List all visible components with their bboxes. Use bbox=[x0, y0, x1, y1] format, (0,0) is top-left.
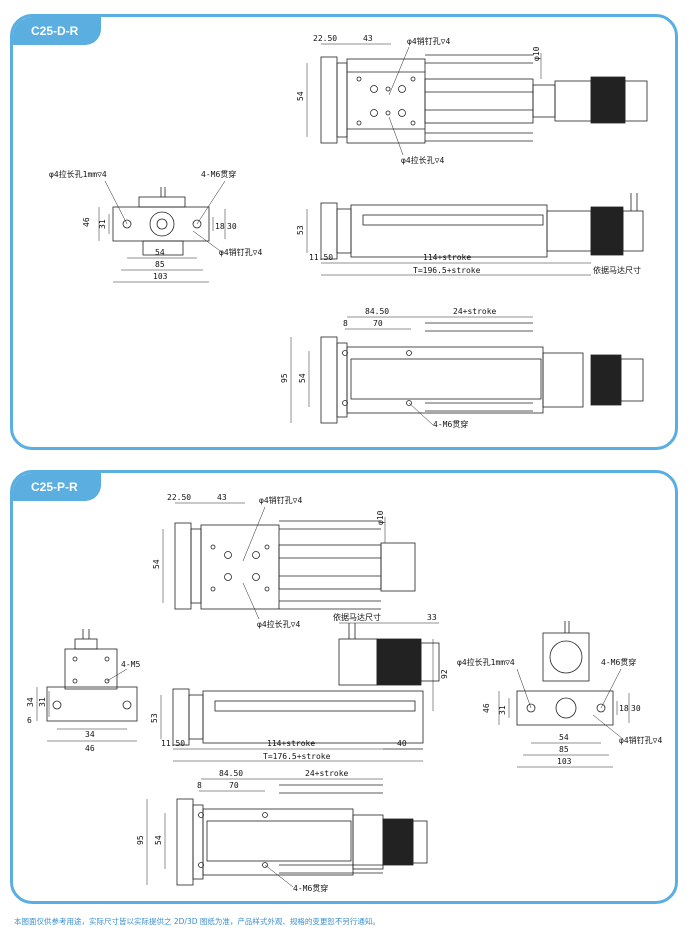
note-pin-hole: φ4销钉孔▽4 bbox=[407, 36, 450, 46]
dim-114-stroke: 114+stroke bbox=[423, 253, 471, 262]
bottom-view bbox=[176, 784, 428, 886]
dim-54: 54 bbox=[296, 91, 305, 101]
note-m6-bottom: 4-M6贯穿 bbox=[293, 883, 328, 893]
dim-22-50: 22.50 bbox=[167, 493, 191, 502]
drawing-c25-d-r: 22.50 43 54 φ10 φ4销钉孔▽4 φ4拉长孔▽4 46 31 18… bbox=[49, 34, 648, 429]
dim-54c: 54 bbox=[154, 835, 163, 845]
dim-46: 46 bbox=[85, 744, 95, 753]
dim-18: 18 bbox=[215, 222, 225, 231]
dim-95: 95 bbox=[280, 373, 289, 383]
dim-103: 103 bbox=[153, 272, 168, 281]
dim-43: 43 bbox=[363, 34, 373, 43]
note-slot-hole: φ4拉长孔▽4 bbox=[401, 155, 444, 165]
dim-6: 6 bbox=[27, 716, 32, 725]
dim-40: 40 bbox=[397, 739, 407, 748]
note-pin-hole: φ4销钉孔▽4 bbox=[259, 495, 302, 505]
note-pin-hole-2: φ4销钉孔▽4 bbox=[219, 247, 262, 257]
note-motor: 依据马达尺寸 bbox=[593, 265, 641, 275]
dim-84-50: 84.50 bbox=[365, 307, 389, 316]
dim-8: 8 bbox=[197, 781, 202, 790]
note-slot-hole: φ4拉长孔▽4 bbox=[257, 619, 300, 629]
note-m6: 4-M6贯穿 bbox=[601, 657, 636, 667]
dim-95: 95 bbox=[136, 835, 145, 845]
dim-70: 70 bbox=[373, 319, 383, 328]
dim-22-50: 22.50 bbox=[313, 34, 337, 43]
note-m5: 4-M5 bbox=[121, 660, 140, 669]
panel-c25-d-r: C25-D-R bbox=[10, 14, 678, 450]
right-end-view bbox=[516, 621, 614, 726]
left-end-view bbox=[46, 629, 138, 722]
dim-53: 53 bbox=[296, 225, 305, 235]
dim-46b: 46 bbox=[482, 703, 491, 713]
dim-24-stroke: 24+stroke bbox=[453, 307, 497, 316]
dim-31: 31 bbox=[38, 697, 47, 707]
bottom-view bbox=[320, 322, 644, 424]
dim-11-50: 11.50 bbox=[161, 739, 185, 748]
panel-title: C25-D-R bbox=[13, 17, 101, 45]
dim-30: 30 bbox=[631, 704, 641, 713]
side-view bbox=[172, 623, 440, 746]
dim-103: 103 bbox=[557, 757, 572, 766]
dim-46: 46 bbox=[82, 217, 91, 227]
dim-34: 34 bbox=[26, 697, 35, 707]
dim-31b: 31 bbox=[498, 705, 507, 715]
dim-phi10: φ10 bbox=[532, 46, 541, 61]
dim-18: 18 bbox=[619, 704, 629, 713]
drawing-c25-p-r: 22.50 43 54 φ10 φ4销钉孔▽4 φ4拉长孔▽4 34 31 6 … bbox=[26, 493, 662, 893]
dim-114-stroke: 114+stroke bbox=[267, 739, 315, 748]
dim-92: 92 bbox=[440, 669, 449, 679]
note-slot-1mm: φ4拉长孔1mm▽4 bbox=[457, 657, 515, 667]
dim-85: 85 bbox=[559, 745, 569, 754]
dim-total: T=196.5+stroke bbox=[413, 266, 481, 275]
note-m6: 4-M6贯穿 bbox=[201, 169, 236, 179]
side-view bbox=[320, 193, 644, 260]
panel-title: C25-P-R bbox=[13, 473, 101, 501]
dim-total: T=176.5+stroke bbox=[263, 752, 331, 761]
top-view bbox=[174, 520, 416, 610]
dim-53: 53 bbox=[150, 713, 159, 723]
dim-85: 85 bbox=[155, 260, 165, 269]
panel-c25-p-r: C25-P-R bbox=[10, 470, 678, 904]
dim-54d: 54 bbox=[559, 733, 569, 742]
note-m6-bottom: 4-M6贯穿 bbox=[433, 419, 468, 429]
dim-54b: 54 bbox=[155, 248, 165, 257]
dim-70: 70 bbox=[229, 781, 239, 790]
note-pin-hole-2: φ4销钉孔▽4 bbox=[619, 735, 662, 745]
top-view bbox=[320, 54, 648, 144]
dim-43: 43 bbox=[217, 493, 227, 502]
dim-54c: 54 bbox=[298, 373, 307, 383]
footer-disclaimer: 本图面仅供参考用途，实际尺寸皆以实际提供之 2D/3D 图纸为准，产品样式外观、… bbox=[14, 917, 380, 926]
dim-33: 33 bbox=[427, 613, 437, 622]
note-motor: 依据马达尺寸 bbox=[333, 612, 381, 622]
dim-84-50: 84.50 bbox=[219, 769, 243, 778]
dim-34b: 34 bbox=[85, 730, 95, 739]
dim-31: 31 bbox=[98, 219, 107, 229]
dim-30: 30 bbox=[227, 222, 237, 231]
dim-8: 8 bbox=[343, 319, 348, 328]
end-view bbox=[112, 187, 210, 256]
dim-54: 54 bbox=[152, 559, 161, 569]
dim-11-50: 11.50 bbox=[309, 253, 333, 262]
dim-24-stroke: 24+stroke bbox=[305, 769, 349, 778]
dim-phi10: φ10 bbox=[376, 510, 385, 525]
note-slot-1mm: φ4拉长孔1mm▽4 bbox=[49, 169, 107, 179]
